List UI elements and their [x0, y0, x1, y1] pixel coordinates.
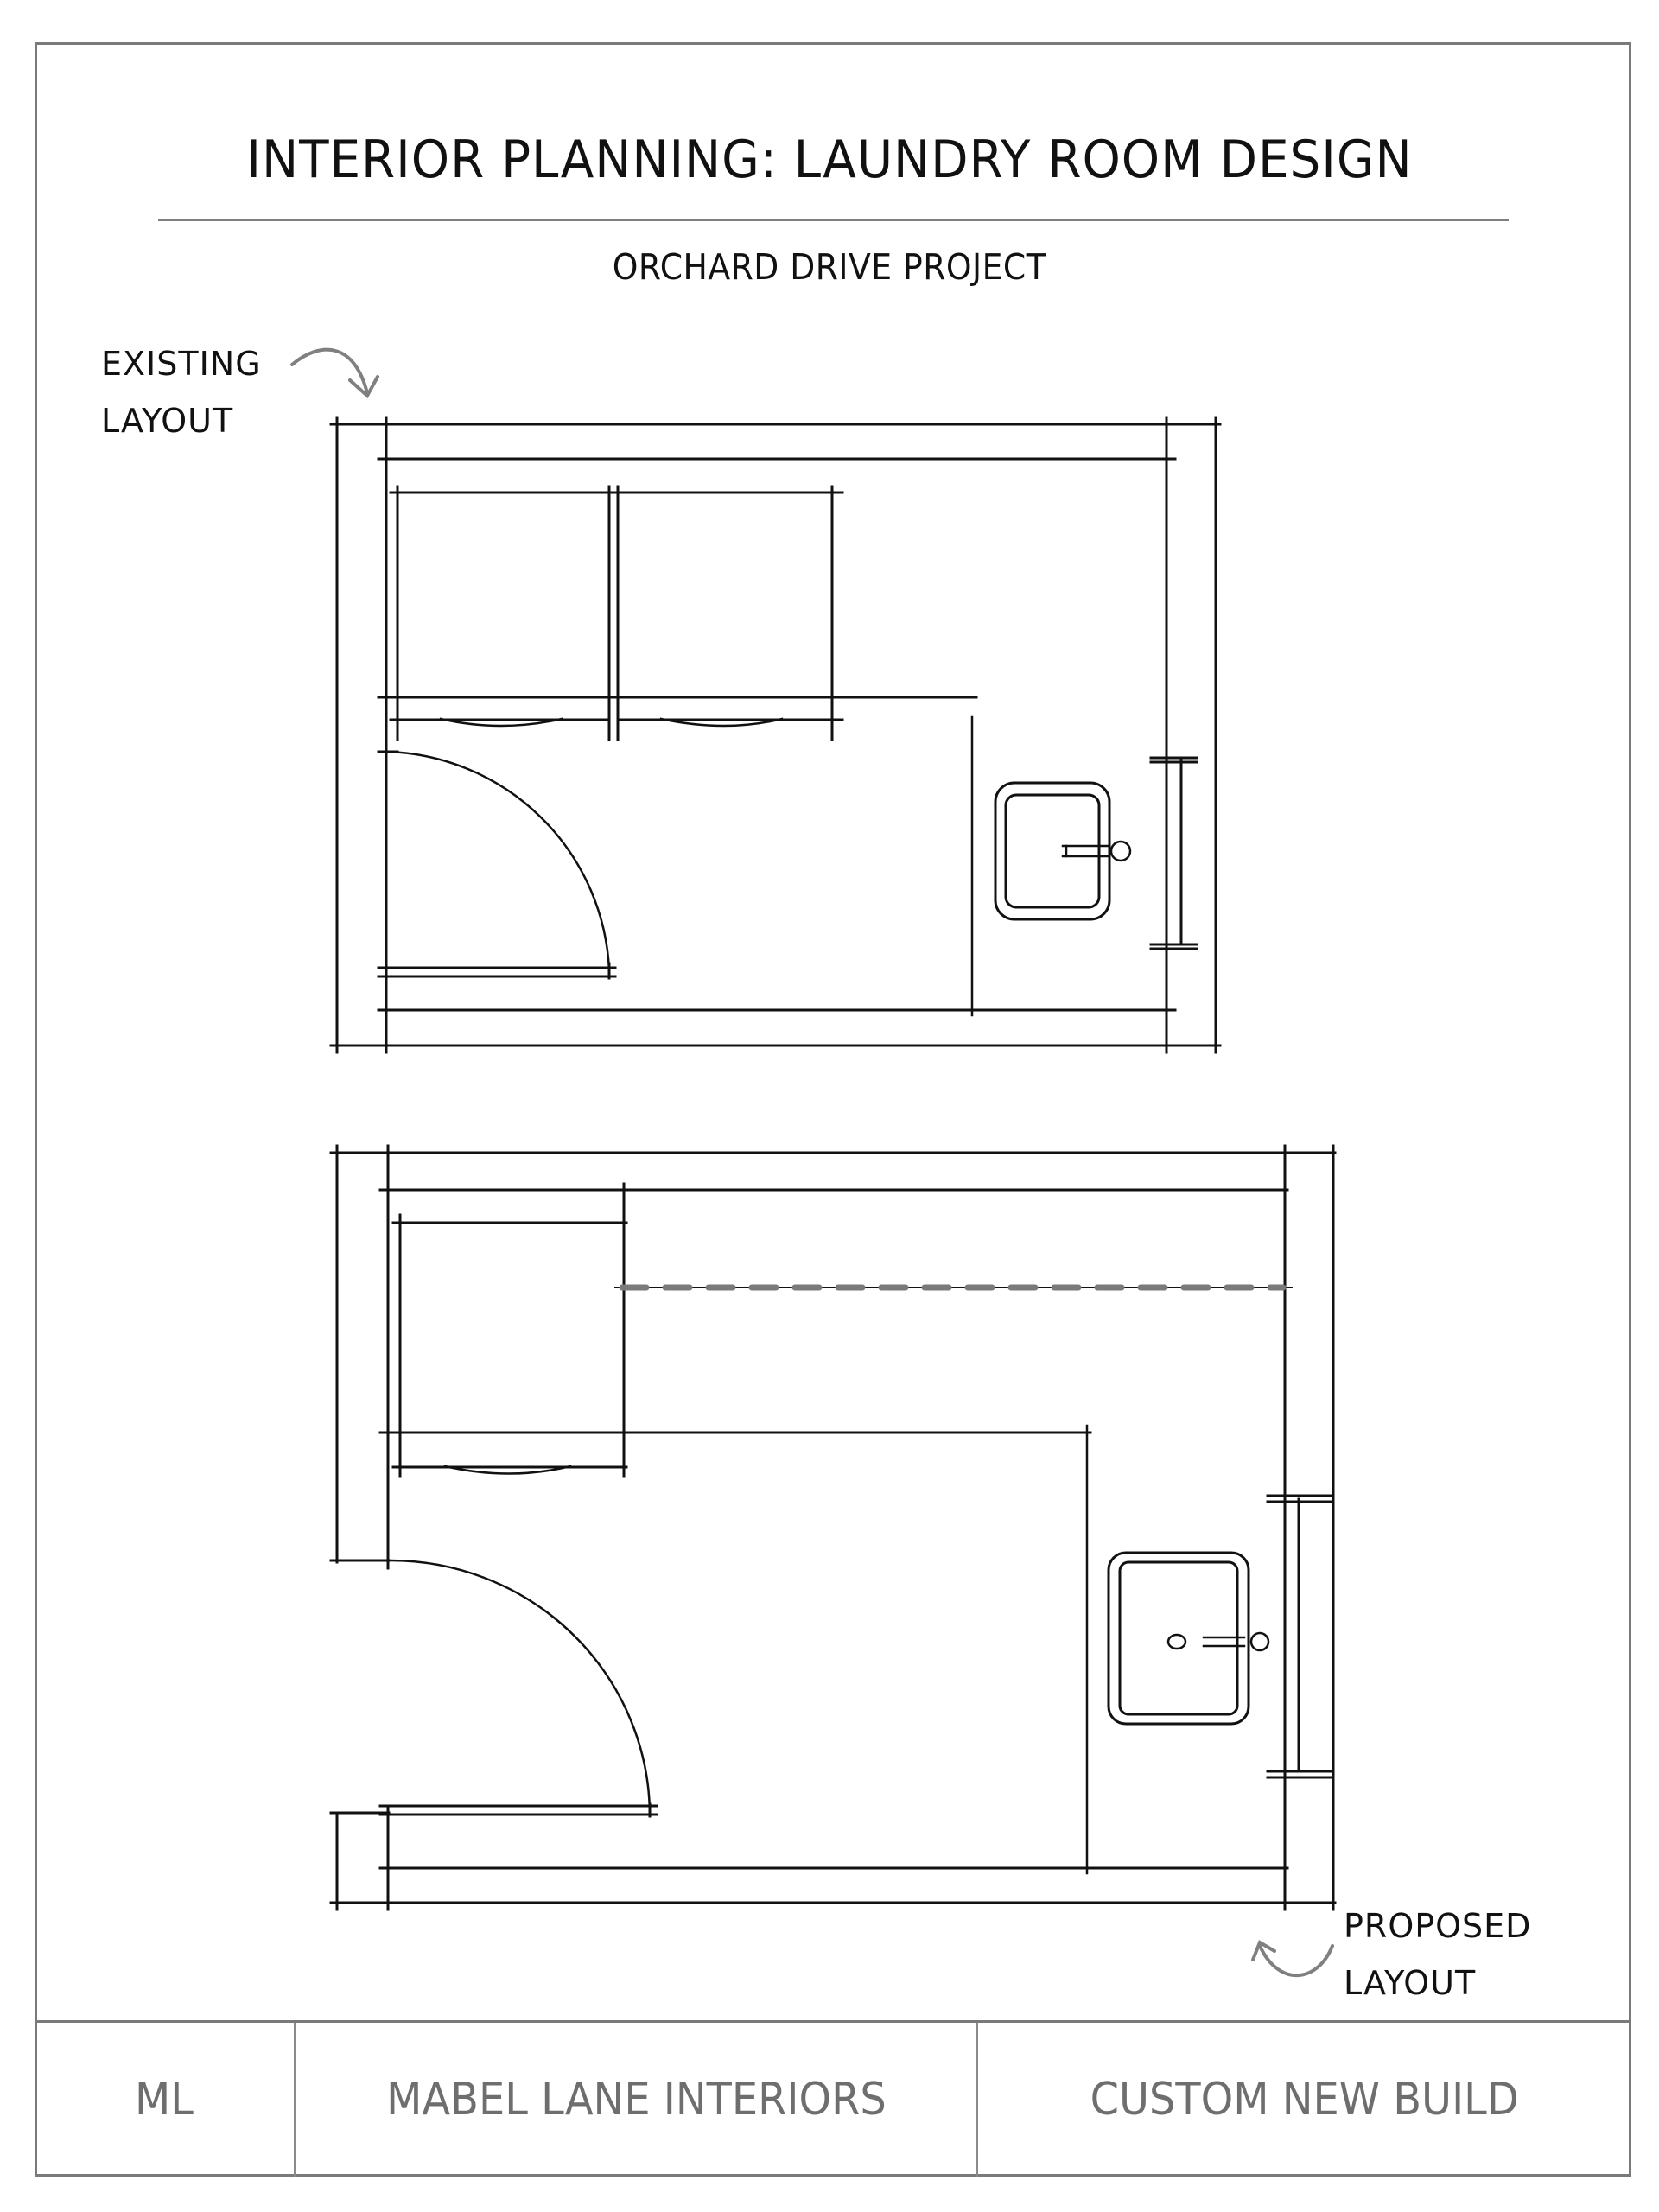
sheet-frame	[35, 42, 1631, 2177]
title-block-footer: ML MABEL LANE INTERIORS CUSTOM NEW BUILD	[35, 2020, 1631, 2177]
proposed-layout-label: PROPOSED LAYOUT	[1344, 1897, 1531, 2012]
proposed-label-line1: PROPOSED	[1344, 1907, 1532, 1945]
page-title: INTERIOR PLANNING: LAUNDRY ROOM DESIGN	[246, 130, 1413, 190]
footer-initials-cell: ML	[35, 2023, 296, 2177]
existing-label-line2: LAYOUT	[101, 402, 234, 440]
project-subtitle: ORCHARD DRIVE PROJECT	[612, 246, 1047, 288]
existing-layout-label: EXISTING LAYOUT	[101, 335, 262, 449]
footer-project-type-cell: CUSTOM NEW BUILD	[978, 2023, 1631, 2177]
proposed-label-line2: LAYOUT	[1344, 1964, 1477, 2002]
existing-label-line1: EXISTING	[101, 345, 262, 383]
footer-company-cell: MABEL LANE INTERIORS	[296, 2023, 978, 2177]
title-divider	[158, 219, 1509, 221]
footer-initials: ML	[135, 2074, 194, 2126]
footer-project-type: CUSTOM NEW BUILD	[1090, 2074, 1520, 2126]
footer-company: MABEL LANE INTERIORS	[385, 2074, 887, 2126]
